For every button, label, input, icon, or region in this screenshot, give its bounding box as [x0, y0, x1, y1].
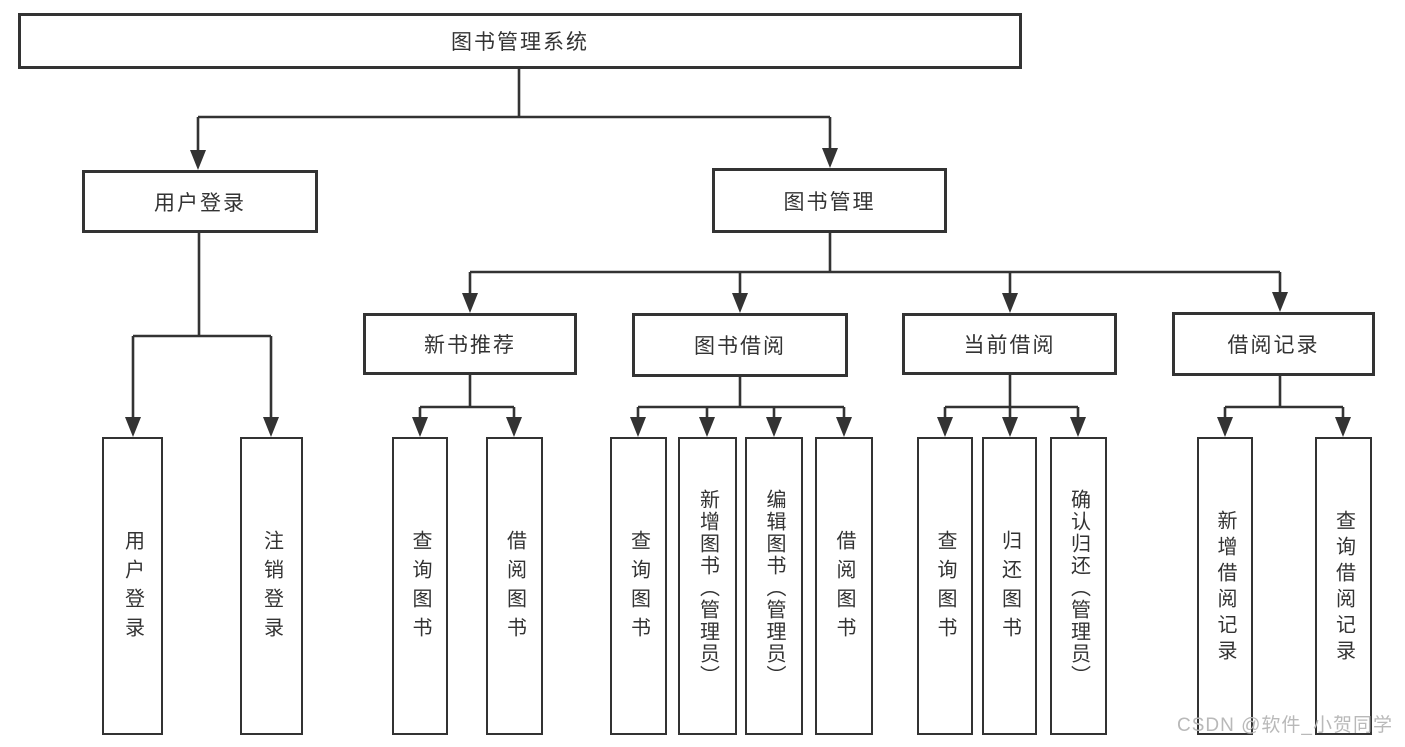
- leaf-query-books-3: 查询图书: [917, 437, 973, 735]
- arrow-nb-leaf2: [506, 417, 522, 437]
- arrow-leaf-login: [125, 417, 141, 437]
- arrow-br-leaf2: [1335, 417, 1351, 437]
- arrow-bb-leaf3: [766, 417, 782, 437]
- node-root-system: 图书管理系统: [18, 13, 1022, 69]
- node-user-login: 用户登录: [82, 170, 318, 233]
- arrow-book-borrow: [732, 293, 748, 313]
- arrow-bb-leaf4: [836, 417, 852, 437]
- arrow-leaf-logout: [263, 417, 279, 437]
- arrow-new-book: [462, 293, 478, 313]
- arrow-borrow-record: [1272, 292, 1288, 312]
- node-new-book-recommend: 新书推荐: [363, 313, 577, 375]
- arrowheads: [125, 148, 1351, 437]
- leaf-return-books: 归还图书: [982, 437, 1037, 735]
- csdn-watermark: CSDN @软件_小贺同学: [1177, 715, 1393, 736]
- leaf-borrow-books-1: 借阅图书: [486, 437, 543, 735]
- leaf-user-login: 用户登录: [102, 437, 163, 735]
- arrow-nb-leaf1: [412, 417, 428, 437]
- leaf-confirm-return-admin: 确认归还（管理员）: [1050, 437, 1107, 735]
- arrow-cb-leaf3: [1070, 417, 1086, 437]
- leaf-query-books-2: 查询图书: [610, 437, 667, 735]
- node-book-management: 图书管理: [712, 168, 947, 233]
- leaf-add-books-admin: 新增图书（管理员）: [678, 437, 737, 735]
- leaf-borrow-books-2: 借阅图书: [815, 437, 873, 735]
- arrow-bb-leaf2: [699, 417, 715, 437]
- arrow-bb-leaf1: [630, 417, 646, 437]
- arrow-cb-leaf2: [1002, 417, 1018, 437]
- arrow-book-mgmt: [822, 148, 838, 168]
- arrow-br-leaf1: [1217, 417, 1233, 437]
- leaf-query-books-1: 查询图书: [392, 437, 448, 735]
- arrow-current-borrow: [1002, 293, 1018, 313]
- node-book-borrow: 图书借阅: [632, 313, 848, 377]
- arrow-user-login: [190, 150, 206, 170]
- node-borrow-record: 借阅记录: [1172, 312, 1375, 376]
- node-current-borrow: 当前借阅: [902, 313, 1117, 375]
- leaf-add-borrow-record: 新增借阅记录: [1197, 437, 1253, 735]
- leaf-logout: 注销登录: [240, 437, 303, 735]
- leaf-edit-books-admin: 编辑图书（管理员）: [745, 437, 803, 735]
- leaf-query-borrow-record: 查询借阅记录: [1315, 437, 1372, 735]
- arrow-cb-leaf1: [937, 417, 953, 437]
